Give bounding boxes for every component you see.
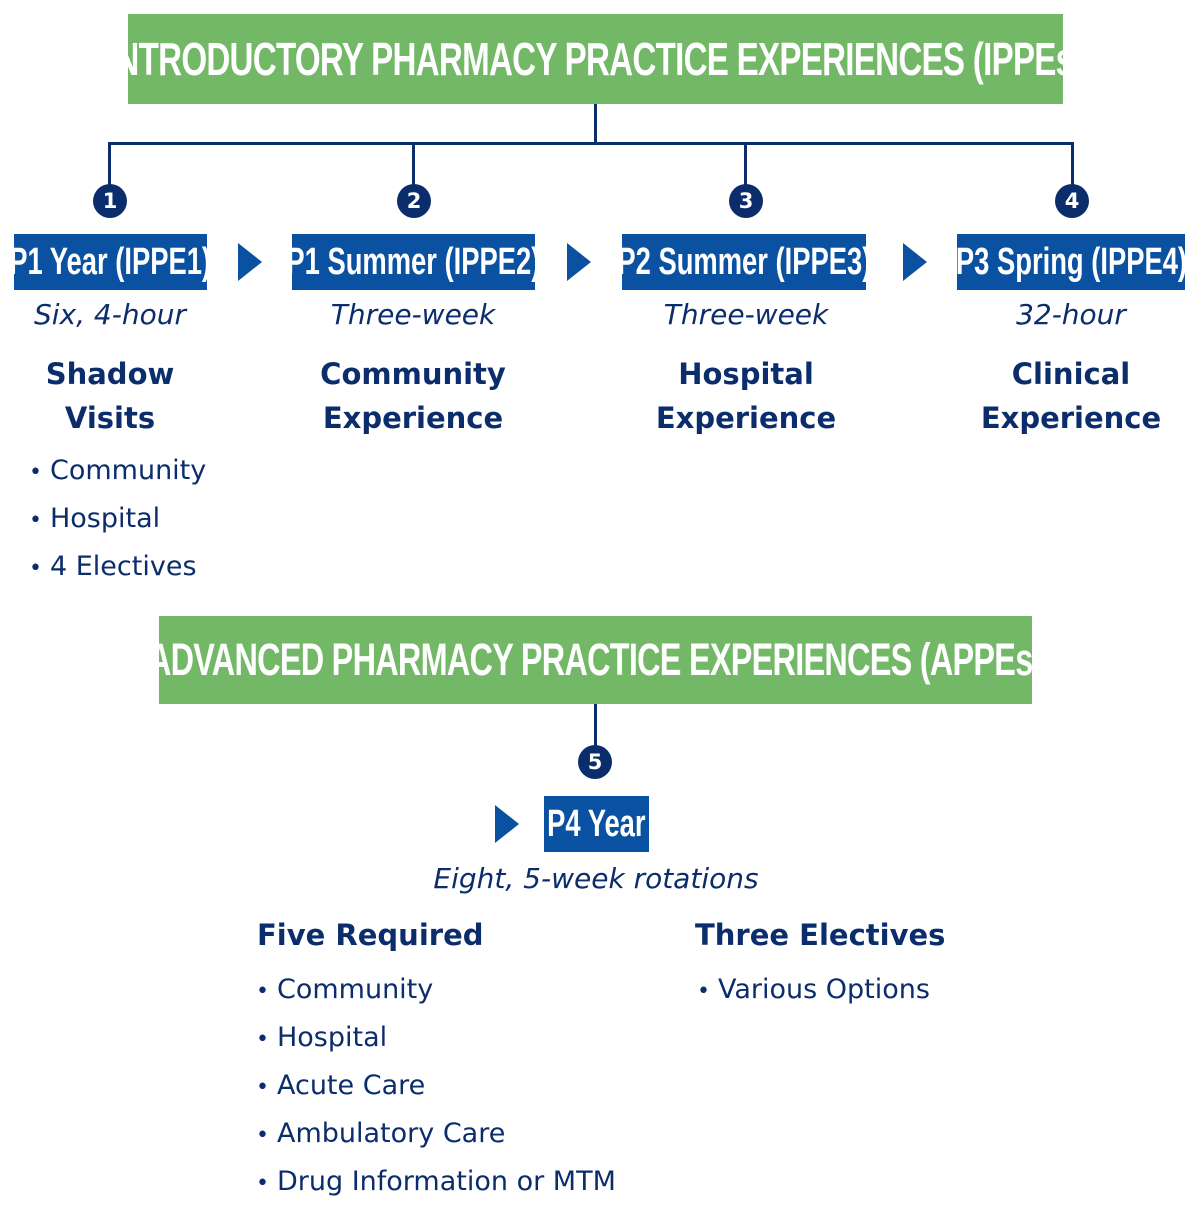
appe-banner: ADVANCED PHARMACY PRACTICE EXPERIENCES (… xyxy=(148,616,1044,704)
stage-label-text: P1 Year (IPPE1) xyxy=(9,240,212,283)
stage-detail-2: Three-week Community Experience xyxy=(263,298,563,440)
stage-title-line: Community xyxy=(320,357,506,391)
stage-title-line: Hospital xyxy=(678,357,814,391)
stage-title-line: Experience xyxy=(980,401,1162,435)
stage-title-line: Experience xyxy=(322,401,504,435)
stage-detail-4: 32-hour Clinical Experience xyxy=(921,298,1200,440)
stage-label-text: P2 Summer (IPPE3) xyxy=(617,240,871,283)
stage-label-p3-spring: P3 Spring (IPPE4) xyxy=(955,234,1187,290)
list-item: Ambulatory Care xyxy=(256,1111,616,1159)
stage-title: Clinical Experience xyxy=(921,352,1200,440)
stage-duration: Three-week xyxy=(663,298,829,331)
appe-duration: Eight, 5-week rotations xyxy=(433,862,759,895)
appe-banner-text: ADVANCED PHARMACY PRACTICE EXPERIENCES (… xyxy=(148,634,1043,685)
step-number-1: 1 xyxy=(93,184,127,218)
list-item: Community xyxy=(256,967,616,1015)
step-number-5: 5 xyxy=(578,745,612,779)
stage-title: Community Experience xyxy=(263,352,563,440)
step-number-2: 2 xyxy=(397,184,431,218)
connector-drop-4 xyxy=(1071,142,1074,187)
electives-heading: Three Electives xyxy=(695,918,946,952)
list-item: Various Options xyxy=(697,967,930,1015)
stage-title-line: Clinical xyxy=(1011,357,1131,391)
required-heading: Five Required xyxy=(257,918,484,952)
stage-title-line: Visits xyxy=(64,401,156,435)
ippe-banner: INTRODUCTORY PHARMACY PRACTICE EXPERIENC… xyxy=(107,14,1085,104)
stage-detail-3: Three-week Hospital Experience xyxy=(596,298,896,440)
ippe-banner-text: INTRODUCTORY PHARMACY PRACTICE EXPERIENC… xyxy=(107,33,1084,85)
stage-duration: Three-week xyxy=(330,298,496,331)
arrow-right-icon xyxy=(903,243,927,281)
arrow-right-icon xyxy=(567,243,591,281)
connector-drop-1 xyxy=(108,142,111,187)
arrow-right-icon xyxy=(495,805,519,843)
stage-label-text: P4 Year xyxy=(547,802,646,845)
stage-duration: Six, 4-hour xyxy=(34,298,186,331)
required-list: Community Hospital Acute Care Ambulatory… xyxy=(256,967,616,1207)
stage-label-p1-year: P1 Year (IPPE1) xyxy=(10,234,211,290)
stage-title-line: Shadow xyxy=(45,357,175,391)
connector-trunk xyxy=(594,104,597,144)
connector-drop-3 xyxy=(744,142,747,187)
stage-title: Shadow Visits xyxy=(0,352,260,440)
arrow-right-icon xyxy=(238,243,262,281)
stage-title: Hospital Experience xyxy=(596,352,896,440)
connector-horizontal xyxy=(108,142,1074,145)
stage-title-line: Experience xyxy=(655,401,837,435)
shadow-visit-list: Community Hospital 4 Electives xyxy=(29,448,206,592)
list-item: Hospital xyxy=(29,496,206,544)
electives-list: Various Options xyxy=(697,967,930,1015)
list-item: Hospital xyxy=(256,1015,616,1063)
appe-duration-wrap: Eight, 5-week rotations xyxy=(396,862,796,896)
stage-duration: 32-hour xyxy=(1016,298,1126,331)
step-number-4: 4 xyxy=(1055,184,1089,218)
stage-label-p2-summer: P2 Summer (IPPE3) xyxy=(617,234,871,290)
list-item: Community xyxy=(29,448,206,496)
connector-drop-2 xyxy=(412,142,415,187)
step-number-3: 3 xyxy=(729,184,763,218)
stage-label-text: P3 Spring (IPPE4) xyxy=(955,240,1187,283)
connector-appe xyxy=(594,704,597,748)
list-item: Drug Information or MTM xyxy=(256,1159,616,1207)
list-item: Acute Care xyxy=(256,1063,616,1111)
stage-detail-1: Six, 4-hour Shadow Visits xyxy=(0,298,260,440)
stage-label-text: P1 Summer (IPPE2) xyxy=(286,240,541,283)
list-item: 4 Electives xyxy=(29,544,206,592)
stage-label-p1-summer: P1 Summer (IPPE2) xyxy=(287,234,540,290)
stage-label-p4-year: P4 Year xyxy=(544,796,649,852)
